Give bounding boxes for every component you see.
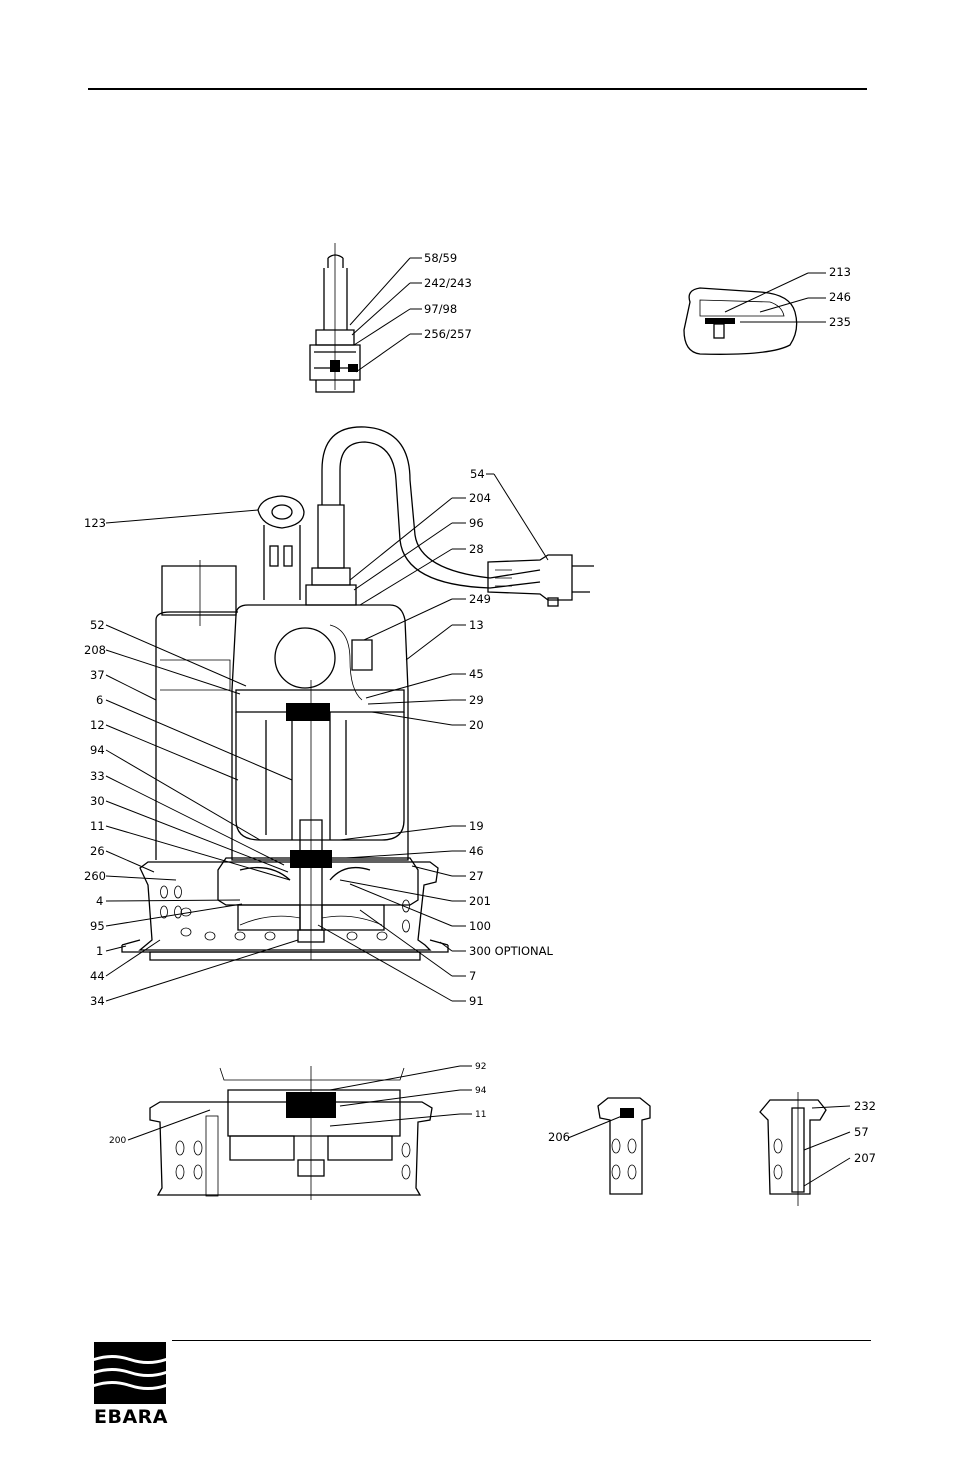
label-242-243: 242/243 (424, 276, 472, 290)
label-92: 92 (475, 1062, 486, 1072)
label-95: 95 (90, 919, 105, 933)
label-300-optional: 300 OPTIONAL (469, 944, 554, 958)
label-28: 28 (469, 542, 484, 556)
label-54: 54 (470, 467, 485, 481)
base-variant-detail (150, 1066, 432, 1200)
label-201: 201 (469, 894, 491, 908)
top-cable-entry-detail (310, 243, 360, 392)
label-11: 11 (90, 819, 105, 833)
label-34: 34 (90, 994, 105, 1008)
label-6: 6 (96, 693, 103, 707)
label-208: 208 (84, 643, 106, 657)
label-26: 26 (90, 844, 105, 858)
label-94-base: 94 (475, 1086, 487, 1096)
handle-fixing-detail (684, 288, 797, 354)
label-13: 13 (469, 618, 484, 632)
label-52: 52 (90, 618, 105, 632)
label-213: 213 (829, 265, 851, 279)
top-detail-leaders (350, 258, 422, 372)
strainer-holes (161, 886, 410, 940)
label-33: 33 (90, 769, 105, 783)
label-94: 94 (90, 743, 105, 757)
label-123: 123 (84, 516, 106, 530)
label-96: 96 (469, 516, 484, 530)
label-260: 260 (84, 869, 106, 883)
label-45: 45 (469, 667, 484, 681)
label-12: 12 (90, 718, 105, 732)
label-57: 57 (854, 1125, 869, 1139)
label-204: 204 (469, 491, 491, 505)
foot-detail-b (760, 1092, 826, 1206)
label-20: 20 (469, 718, 484, 732)
label-97-98: 97/98 (424, 302, 457, 316)
label-4: 4 (96, 894, 103, 908)
label-246: 246 (829, 290, 851, 304)
pump-cross-section (122, 427, 594, 960)
label-7: 7 (469, 969, 476, 983)
label-27: 27 (469, 869, 484, 883)
label-200: 200 (109, 1136, 126, 1146)
ebara-logo-mark (94, 1342, 166, 1404)
label-249: 249 (469, 592, 491, 606)
label-206: 206 (548, 1130, 570, 1144)
foot-detail-b-leaders (804, 1106, 850, 1186)
label-44: 44 (90, 969, 105, 983)
label-29: 29 (469, 693, 484, 707)
label-37: 37 (90, 668, 105, 682)
side-detail-leaders (725, 273, 826, 322)
ebara-logo-wordmark: EBARA (94, 1406, 168, 1428)
label-100: 100 (469, 919, 491, 933)
label-58-59: 58/59 (424, 251, 457, 265)
label-91: 91 (469, 994, 484, 1008)
label-256-257: 256/257 (424, 327, 472, 341)
label-1: 1 (96, 944, 103, 958)
label-11-base: 11 (475, 1110, 486, 1120)
label-30: 30 (90, 794, 105, 808)
label-207: 207 (854, 1151, 876, 1165)
main-left-leaders (106, 510, 298, 1001)
label-46: 46 (469, 844, 484, 858)
label-232: 232 (854, 1099, 876, 1113)
label-19: 19 (469, 819, 484, 833)
foot-detail-a (598, 1098, 650, 1194)
main-right-leaders (318, 474, 548, 1001)
label-235: 235 (829, 315, 851, 329)
